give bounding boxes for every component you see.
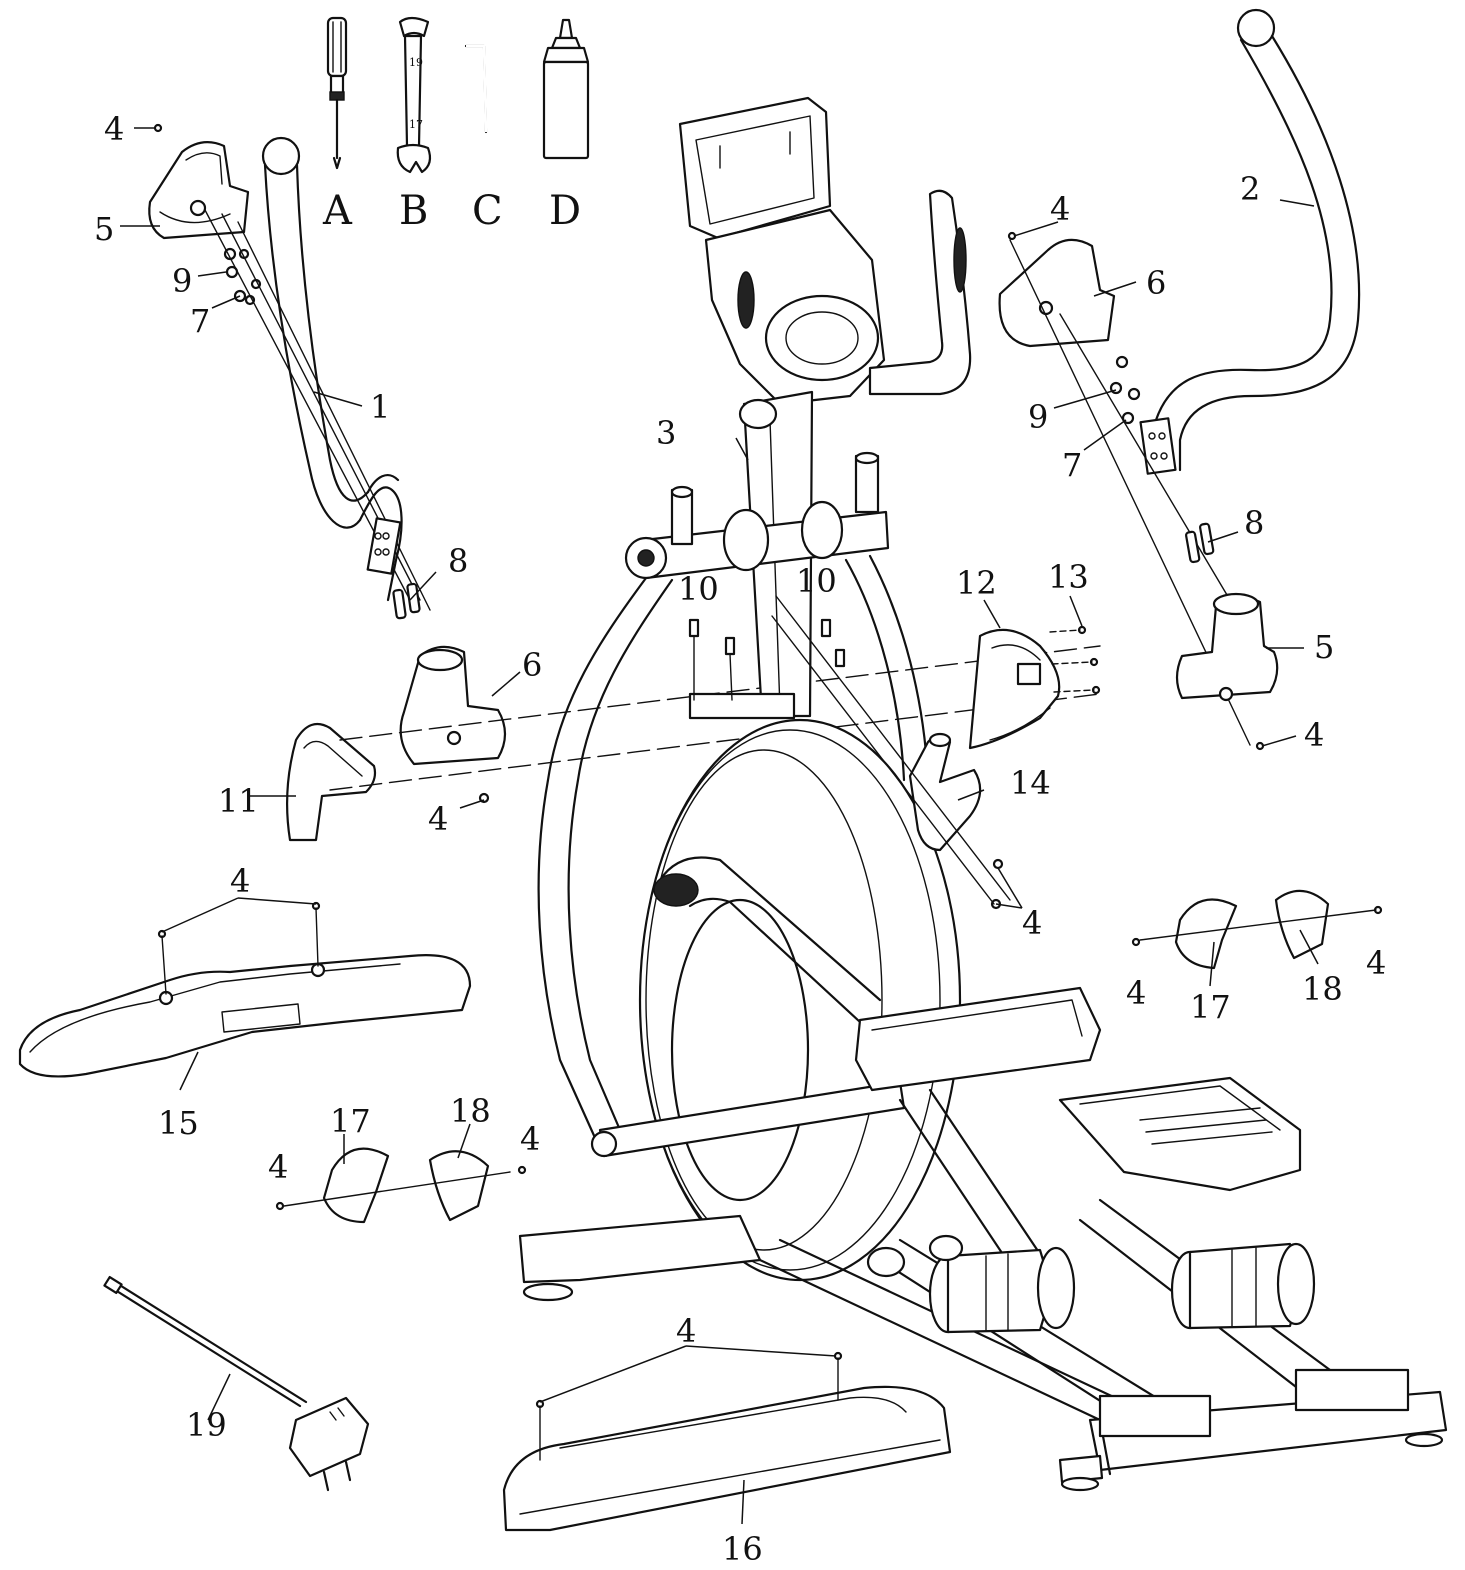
part-label-16: 16 [722, 1530, 763, 1568]
part-label-11: 11 [218, 782, 259, 820]
part-label-1: 1 [370, 388, 390, 426]
part-label-9-left: 9 [172, 262, 192, 300]
part-label-17-right: 17 [1190, 988, 1231, 1026]
flywheel-housing [638, 718, 962, 1282]
part-label-4-right-cap-left: 4 [1126, 974, 1146, 1012]
tool-label-c: C [472, 188, 503, 234]
part-label-4-left-cap-right: 4 [520, 1120, 540, 1158]
wrench-icon: 19 17 [396, 16, 432, 174]
left-cover-11 [285, 722, 490, 842]
front-stabilizer-cover-15 [18, 901, 472, 1078]
end-caps-left [275, 1147, 527, 1224]
part-label-10-right: 10 [796, 562, 837, 600]
part-label-19: 19 [186, 1406, 227, 1444]
tool-label-d: D [549, 188, 581, 234]
part-label-12: 12 [956, 564, 997, 602]
oil-bottle-icon [542, 18, 590, 160]
rollers [866, 1234, 1316, 1334]
part-label-4-right-pivot: 4 [1304, 716, 1324, 754]
left-bolts-8 [392, 582, 421, 620]
part-label-17-left: 17 [330, 1102, 371, 1140]
base-frame [518, 1214, 1448, 1492]
pedal-right-upper [854, 986, 1102, 1092]
part-label-4-rear-cover: 4 [676, 1312, 696, 1350]
left-pivot-cover-6 [399, 645, 507, 766]
part-label-8-left: 8 [448, 542, 468, 580]
part-label-4-right-cap-right: 4 [1366, 944, 1386, 982]
part-label-18-right: 18 [1302, 970, 1343, 1008]
part-label-3: 3 [656, 414, 676, 452]
part-label-7-left: 7 [190, 302, 210, 340]
screwdriver-icon [326, 16, 348, 170]
side-cover-12 [968, 628, 1061, 750]
rear-stabilizer-cover-16 [502, 1351, 952, 1532]
leader-lines [120, 127, 1319, 1525]
part-label-13: 13 [1048, 558, 1089, 596]
part-label-4-bottle-holder: 4 [1022, 904, 1042, 942]
wrench-mark-top: 19 [409, 56, 423, 69]
part-label-7-right: 7 [1062, 446, 1082, 484]
part-label-6-right: 6 [1146, 264, 1166, 302]
part-label-6-left: 6 [522, 646, 542, 684]
part-label-8-right: 8 [1244, 504, 1264, 542]
pedal-right-lower [1058, 1076, 1302, 1192]
part-label-5-right: 5 [1314, 628, 1334, 666]
left-handlebar-1 [261, 136, 403, 602]
part-label-2: 2 [1240, 170, 1260, 208]
power-adapter-19 [103, 1275, 370, 1492]
part-label-5-left: 5 [94, 210, 114, 248]
bolts-10 [688, 618, 846, 701]
part-label-15: 15 [158, 1104, 199, 1142]
bottle-holder-14 [771, 595, 1011, 910]
tool-label-b: B [399, 188, 428, 234]
end-caps-right [1131, 889, 1383, 970]
right-handle-cover-6 [998, 231, 1116, 348]
console-display [678, 96, 972, 406]
allen-key-icon [464, 44, 488, 134]
part-label-4-top-left: 4 [104, 110, 124, 148]
part-label-4-top-right: 4 [1050, 190, 1070, 228]
part-label-10-left: 10 [678, 570, 719, 608]
part-label-4-left-pivot: 4 [428, 800, 448, 838]
screws-13 [1049, 625, 1101, 695]
part-label-4-left-cap-left: 4 [268, 1148, 288, 1186]
tool-label-a: A [322, 188, 353, 234]
part-label-18-left: 18 [450, 1092, 491, 1130]
pedal-arm-tube [590, 1080, 906, 1158]
right-handlebar-2 [1139, 8, 1361, 475]
part-label-9-right: 9 [1028, 398, 1048, 436]
left-handle-cover-5 [148, 141, 250, 240]
part-label-4-front-cover: 4 [230, 862, 250, 900]
right-pivot-cover-5 [1175, 592, 1279, 751]
wrench-mark-bottom: 17 [409, 118, 423, 131]
part-label-14: 14 [1010, 764, 1051, 802]
